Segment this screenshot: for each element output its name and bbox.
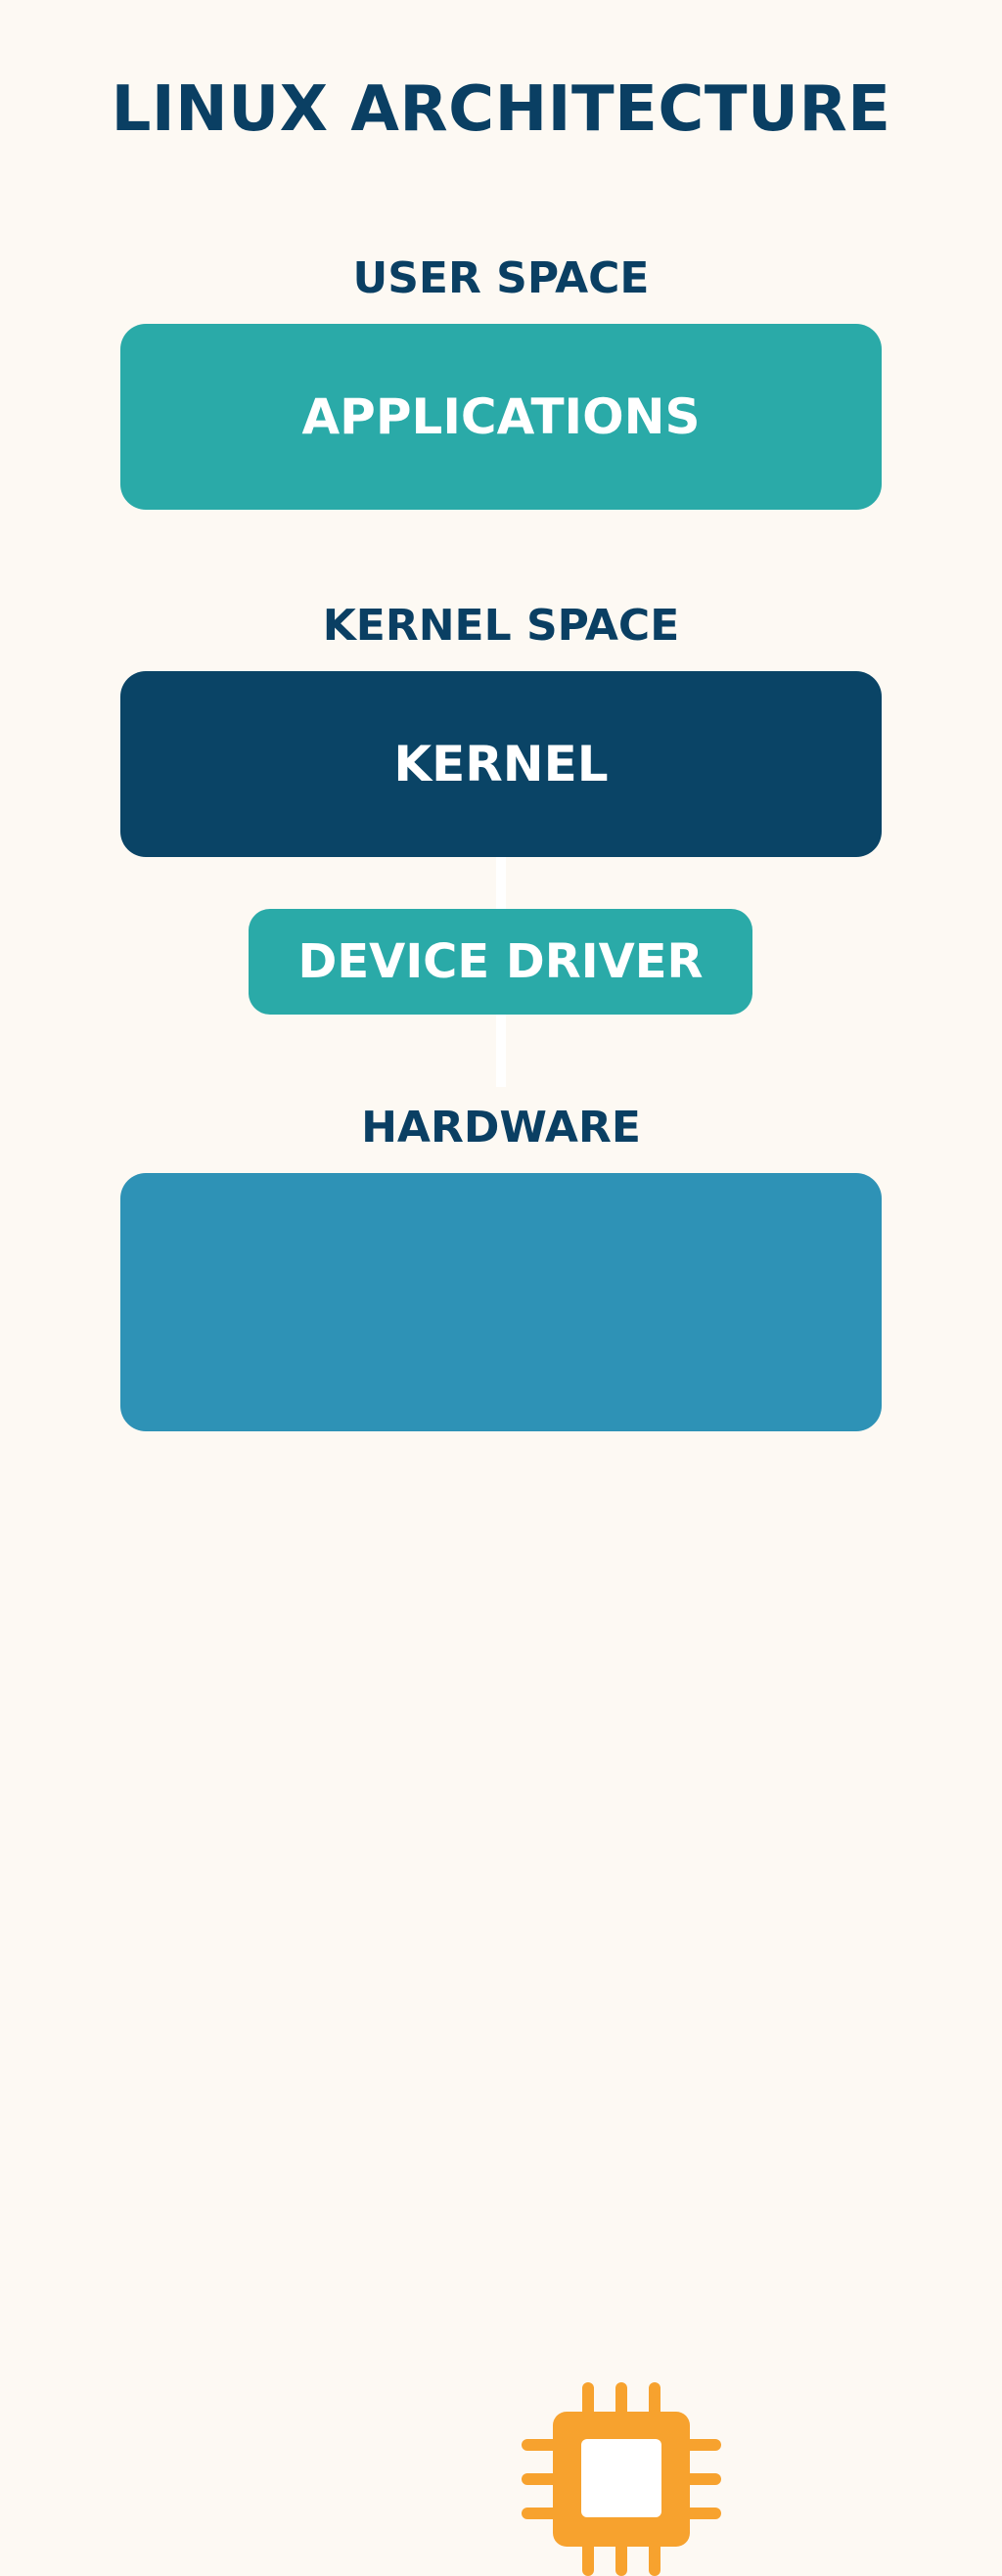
device-driver-box: DEVICE DRIVER — [249, 909, 752, 1015]
kernel-box: KERNEL — [120, 671, 882, 857]
applications-label: APPLICATIONS — [301, 388, 701, 445]
applications-box: APPLICATIONS — [120, 324, 882, 510]
hardware-label: HARDWARE — [361, 1103, 641, 1152]
kernel-space-label: KERNEL SPACE — [322, 601, 680, 651]
kernel-label: KERNEL — [393, 736, 609, 792]
kernel-driver-connector — [496, 857, 506, 909]
diagram-title: LINUX ARCHITECTURE — [111, 73, 891, 146]
device-driver-label: DEVICE DRIVER — [297, 934, 704, 989]
chip-core — [581, 2439, 661, 2517]
user-space-label: USER SPACE — [352, 253, 650, 303]
driver-hardware-connector — [496, 1015, 506, 1087]
cpu-chip-icon — [522, 2382, 721, 2576]
hardware-box — [120, 1173, 882, 2576]
